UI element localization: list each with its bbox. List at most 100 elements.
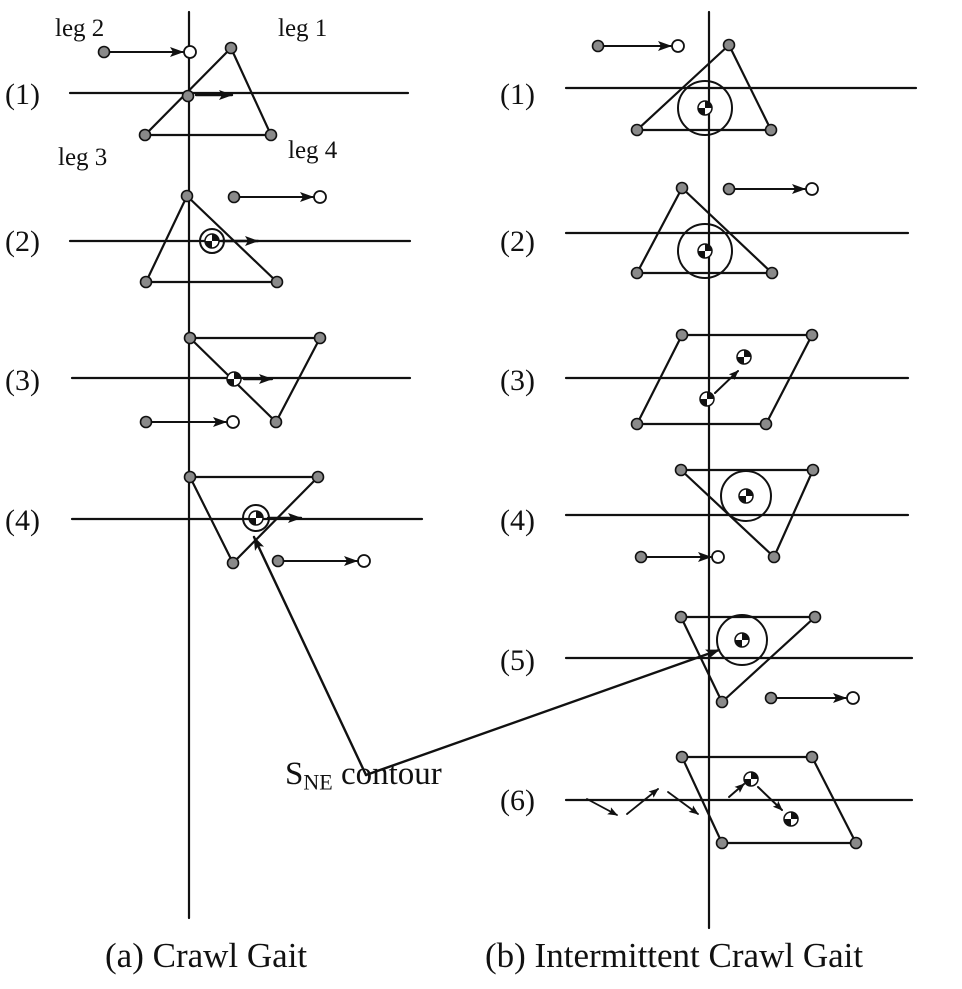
cog-b1-quadrant-a	[705, 101, 712, 108]
foot-b4-leg1	[806, 463, 820, 477]
cog-a3	[226, 371, 242, 387]
cog-a2-quadrant-a	[212, 234, 219, 241]
cog-b3-end-quadrant-b	[737, 357, 744, 364]
label-leg-3: leg 3	[58, 144, 108, 171]
line-layer	[68, 10, 918, 930]
support-triangle-a1	[143, 46, 273, 137]
step-label-b5: (5)	[500, 644, 535, 677]
foot-a1-axis	[181, 89, 195, 103]
support-triangle-b5	[679, 615, 817, 704]
cog-b4-quadrant-b	[739, 496, 746, 503]
cog-b5-contour-circle	[716, 614, 768, 666]
support-triangle-a4	[188, 475, 320, 565]
step-label-b6: (6)	[500, 784, 535, 817]
cog-arrow-b6-up	[728, 783, 745, 798]
cog-arrow-b6-down	[757, 786, 783, 811]
cog-a4-quadrant-a	[256, 511, 263, 518]
foot-b6-leg3	[715, 836, 729, 850]
foot-b2-leg3	[630, 266, 644, 280]
cog-b4	[720, 470, 772, 522]
cog-b4-quadrant-a	[746, 489, 753, 496]
cog-b6-mid-quadrant-b	[744, 779, 751, 786]
cog-a2	[199, 228, 225, 254]
foot-a4-leg3	[226, 556, 240, 570]
swing-a4-start	[271, 554, 285, 568]
foot-a3-leg2	[183, 331, 197, 345]
sne-symbol: S	[285, 756, 304, 792]
support-triangle-b1	[635, 43, 773, 132]
foot-b3-leg4	[759, 417, 773, 431]
foot-b1-leg3	[630, 123, 644, 137]
foot-b6-leg1	[805, 750, 819, 764]
sne-pointer-b	[364, 648, 721, 777]
label-leg-4: leg 4	[288, 137, 338, 164]
foot-a2-leg3	[139, 275, 153, 289]
cog-b3-end-quadrant-a	[744, 350, 751, 357]
cog-a3-quadrant-a	[234, 372, 241, 379]
swing-b5-end	[846, 691, 860, 705]
sne-contour-label: SNE contour	[285, 758, 442, 794]
step-label-b3: (3)	[500, 364, 535, 397]
foot-a2-leg4	[270, 275, 284, 289]
foot-a1-leg1	[224, 41, 238, 55]
shape-layer	[97, 38, 863, 850]
foot-b3-leg3	[630, 417, 644, 431]
foot-b5-leg1	[808, 610, 822, 624]
caption-crawl-gait: (a) Crawl Gait	[105, 936, 308, 975]
foot-a4-leg1	[311, 470, 325, 484]
foot-b5-leg3	[715, 695, 729, 709]
foot-a1-leg3	[138, 128, 152, 142]
swing-b2-end	[805, 182, 819, 196]
cog-b4-contour-circle	[720, 470, 772, 522]
swing-a4-end	[357, 554, 371, 568]
foot-b5-leg2	[674, 610, 688, 624]
step-label-a2: (2)	[5, 225, 40, 258]
cog-b5	[716, 614, 768, 666]
step-label-b4: (4)	[500, 504, 535, 537]
swing-b5-start	[764, 691, 778, 705]
step-label-a1: (1)	[5, 78, 40, 111]
cog-arrow-b3	[714, 370, 739, 394]
cog-b1-quadrant-b	[698, 108, 705, 115]
cog-b2-quadrant-a	[705, 244, 712, 251]
support-quad-b3	[635, 333, 814, 426]
foot-b2-leg2	[675, 181, 689, 195]
sne-subscript: NE	[303, 769, 333, 795]
sne-suffix: contour	[332, 756, 442, 792]
swing-a3-start	[139, 415, 153, 429]
caption-intermittent-crawl-gait: (b) Intermittent Crawl Gait	[485, 936, 864, 975]
foot-b2-leg4	[765, 266, 779, 280]
foot-b1-leg1	[722, 38, 736, 52]
cog-b5-quadrant-b	[735, 640, 742, 647]
step-label-a4: (4)	[5, 504, 40, 537]
swing-a2-end	[313, 190, 327, 204]
foot-b1-leg4	[764, 123, 778, 137]
cog-b6-mid-quadrant-a	[751, 772, 758, 779]
support-triangle-b2	[635, 186, 774, 275]
cog-b2-quadrant-b	[698, 251, 705, 258]
cog-b1-contour-circle	[677, 80, 733, 136]
label-leg-1: leg 1	[278, 15, 328, 42]
cog-b6-end-quadrant-b	[784, 819, 791, 826]
motion-dash-b6-3	[667, 791, 699, 815]
label-leg-2: leg 2	[55, 15, 105, 42]
foot-a4-leg2	[183, 470, 197, 484]
swing-b1-start	[591, 39, 605, 53]
foot-b4-leg2	[674, 463, 688, 477]
support-triangle-b4	[679, 468, 815, 559]
swing-b2-start	[722, 182, 736, 196]
foot-b3-leg1	[805, 328, 819, 342]
support-triangle-a2	[144, 194, 279, 284]
cog-b1	[677, 80, 733, 136]
swing-b1-end	[671, 39, 685, 53]
swing-b4-end	[711, 550, 725, 564]
cog-b6-end-quadrant-a	[791, 812, 798, 819]
cog-a3-quadrant-b	[227, 379, 234, 386]
cog-b5-quadrant-a	[742, 633, 749, 640]
cog-b3-end	[736, 349, 752, 365]
foot-b6-leg4	[849, 836, 863, 850]
step-label-b1: (1)	[500, 78, 535, 111]
cog-b2-contour-circle	[677, 223, 733, 279]
step-label-a3: (3)	[5, 364, 40, 397]
foot-b3-leg2	[675, 328, 689, 342]
